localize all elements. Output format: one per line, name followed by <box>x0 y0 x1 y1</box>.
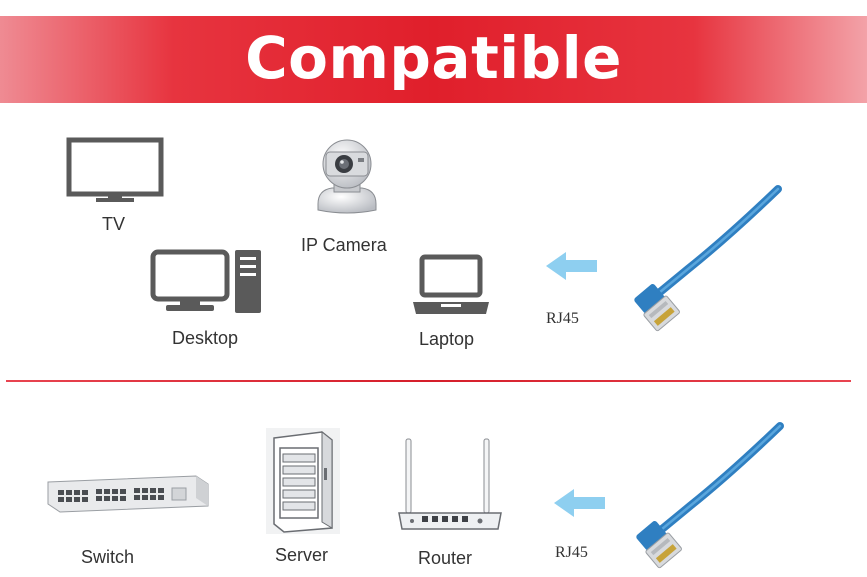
desktop-label: Desktop <box>172 328 239 348</box>
server-icon <box>266 428 340 534</box>
router-icon <box>398 438 502 530</box>
desktop-icon <box>150 249 261 313</box>
rj45-label-bottom: RJ45 <box>555 544 588 561</box>
banner-title: Compatible <box>245 23 622 92</box>
laptop-icon <box>413 254 489 314</box>
ethernet-cable-icon <box>634 185 782 332</box>
server-label: Server <box>275 545 329 565</box>
tv-icon <box>66 137 164 202</box>
ip-camera-icon <box>317 139 377 214</box>
left-arrow-icon <box>546 252 597 280</box>
ethernet-cable-icon <box>636 422 784 569</box>
left-arrow-icon <box>554 489 605 517</box>
tv-label: TV <box>102 214 126 234</box>
ip-camera-label: IP Camera <box>301 235 387 255</box>
switch-label: Switch <box>81 547 135 567</box>
compatible-banner: Compatible <box>0 16 867 103</box>
section-divider <box>6 380 851 382</box>
switch-icon <box>47 475 209 513</box>
rj45-label-top: RJ45 <box>546 310 579 327</box>
router-label: Router <box>418 548 473 568</box>
laptop-label: Laptop <box>419 329 475 349</box>
